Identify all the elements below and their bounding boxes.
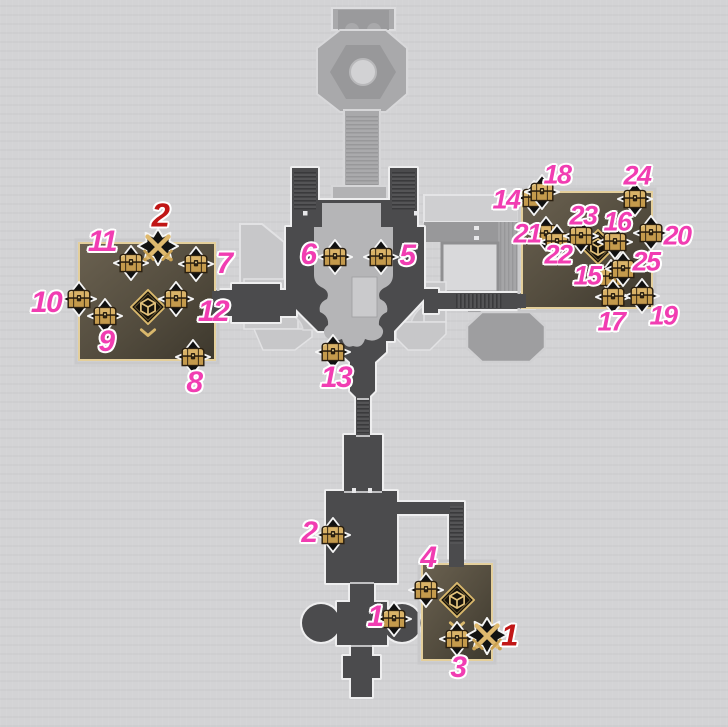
chest-number-17: 17 [597,306,626,337]
chest-number-14: 14 [492,184,521,215]
chest-number-22: 22 [544,239,573,270]
chest-marker-12[interactable] [158,281,194,317]
chest-marker-10[interactable] [61,281,97,317]
small-door-dots [303,211,479,493]
chest-number-9: 9 [98,325,115,358]
battle-number-2: 2 [151,196,170,234]
chest-marker-6[interactable] [317,239,353,275]
chest-number-6: 6 [300,238,317,271]
chest-marker-5[interactable] [363,239,399,275]
chest-number-11: 11 [87,225,118,258]
chest-number-4: 4 [420,541,437,574]
chest-marker-4[interactable] [408,572,444,608]
chest-number-3: 3 [450,651,467,684]
chest-number-20: 20 [663,220,692,251]
chest-number-10: 10 [30,286,63,319]
chest-number-24: 24 [623,160,652,191]
chest-number-23: 23 [569,200,598,231]
chest-marker-7[interactable] [178,246,214,282]
chest-number-16: 16 [603,206,632,237]
chest-number-1: 1 [367,600,384,633]
chest-number-2: 2 [301,516,318,549]
chest-number-12: 12 [197,295,230,328]
stair-textures [294,172,502,544]
chest-number-15: 15 [573,260,602,291]
chest-number-5: 5 [399,239,416,272]
battle-number-1: 1 [501,617,518,653]
chest-number-7: 7 [216,247,233,280]
chest-number-21: 21 [513,218,542,249]
chest-number-19: 19 [649,300,678,331]
chest-number-8: 8 [186,366,203,399]
chest-number-18: 18 [543,159,572,190]
cathedral-interior [314,203,393,347]
chest-marker-2[interactable] [315,517,351,553]
chest-number-13: 13 [320,361,353,394]
battle-swords-icon-2[interactable] [137,228,179,266]
chest-number-25: 25 [632,246,661,277]
